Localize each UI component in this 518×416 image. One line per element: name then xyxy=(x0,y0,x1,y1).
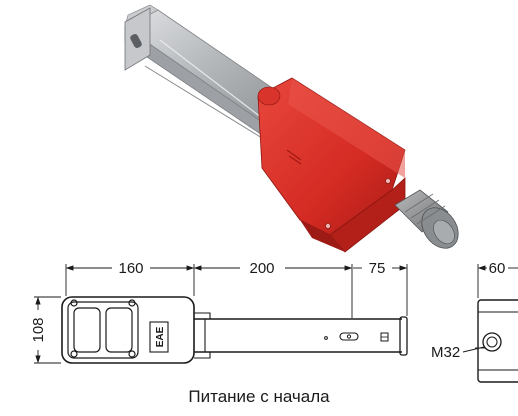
marking-plate xyxy=(149,321,169,353)
red-housing xyxy=(257,77,406,253)
cable-gland xyxy=(394,189,459,249)
product-photo xyxy=(124,4,459,253)
dim-length-rod: 200 xyxy=(249,260,274,277)
front-view-drawing xyxy=(61,296,408,364)
caption: Питание с начала xyxy=(188,387,330,406)
side-view-drawing xyxy=(475,299,518,383)
dim-height: 108 xyxy=(30,317,47,342)
dim-length-end: 75 xyxy=(369,260,386,277)
gland-circle xyxy=(482,332,502,352)
housing-marking: EAE xyxy=(155,326,166,347)
dimension-lines xyxy=(34,264,518,364)
rail xyxy=(124,4,291,139)
dim-gland: M32 xyxy=(431,344,460,361)
housing-outline xyxy=(61,296,195,364)
dim-side-width: 60 xyxy=(489,260,506,277)
dim-length-head: 160 xyxy=(118,260,143,277)
